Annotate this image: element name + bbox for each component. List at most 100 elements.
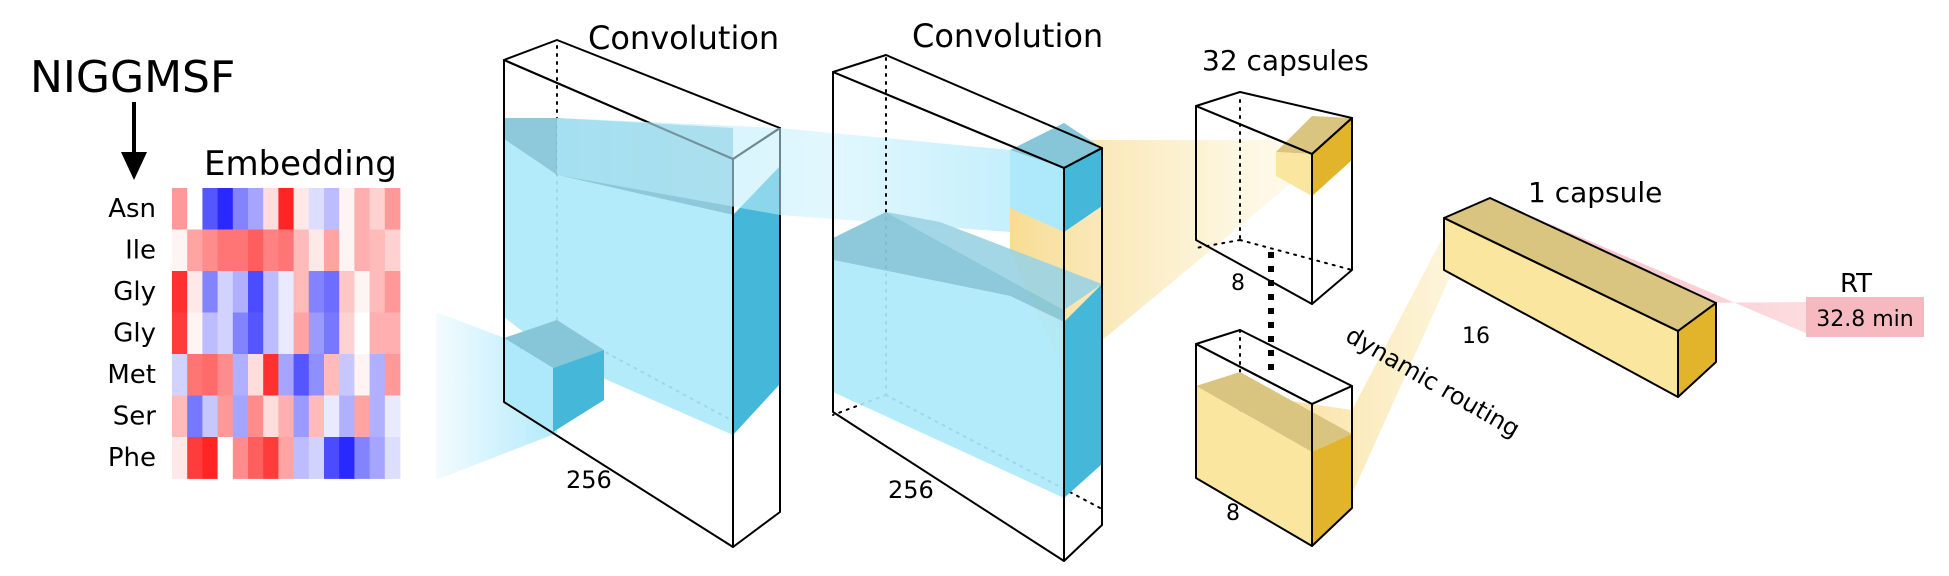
heatmap-cell [369, 437, 386, 479]
residue-label: Gly [113, 277, 156, 307]
heatmap-cell [217, 437, 234, 479]
heatmap-cell [263, 395, 279, 438]
heatmap-cell [308, 312, 325, 355]
heatmap-cell [217, 229, 234, 272]
heatmap-cell [308, 188, 325, 230]
heatmap-cell [232, 229, 249, 272]
residue-label: Phe [108, 443, 156, 473]
heatmap-cell [202, 354, 218, 396]
heatmap-cell [369, 271, 386, 313]
heatmap-cell [278, 271, 294, 313]
heatmap-cell [384, 395, 401, 438]
output-capsule-title: 1 capsule [1528, 176, 1662, 209]
heatmap-cell [324, 354, 340, 396]
heatmap-cell [354, 395, 370, 438]
heatmap-cell [172, 437, 188, 479]
heatmap-cell [324, 395, 340, 438]
primary-capsule-bottom [1195, 329, 1353, 547]
heatmap-cell [263, 229, 279, 272]
heatmap-cell [339, 395, 355, 438]
heatmap-cell [354, 188, 370, 230]
heatmap-cell [248, 312, 264, 355]
heatmap-cell [293, 437, 310, 479]
heatmap-cell [369, 229, 386, 272]
heatmap-cell [384, 229, 401, 272]
heatmap-cell [324, 271, 340, 313]
heatmap-cell [278, 188, 294, 230]
conv1-title: Convolution [588, 19, 779, 57]
heatmap-cell [293, 271, 310, 313]
heatmap-cell [308, 271, 325, 313]
residue-label: Ser [113, 402, 157, 432]
heatmap-cell [278, 354, 294, 396]
heatmap-cell [187, 437, 203, 479]
heatmap-cell [384, 271, 401, 313]
heatmap-cell [278, 437, 294, 479]
heatmap-cell [248, 437, 264, 479]
heatmap-cell [172, 395, 188, 438]
residue-label: Ile [125, 236, 156, 266]
residue-label: Met [107, 360, 156, 390]
output-dim-label: 16 [1462, 324, 1490, 349]
heatmap-cell [308, 395, 325, 438]
primary-dim-top: 8 [1231, 271, 1245, 296]
residue-label: Gly [113, 319, 156, 349]
heatmap-cell [354, 229, 370, 272]
heatmap-cell [232, 354, 249, 396]
heatmap-cell [248, 271, 264, 313]
heatmap-cell [339, 437, 355, 479]
heatmap-cell [263, 312, 279, 355]
heatmap-cell [384, 312, 401, 355]
heatmap-cell [202, 312, 218, 355]
heatmap-cell [278, 312, 294, 355]
conv1-depth-label: 256 [566, 466, 612, 494]
heatmap-cell [354, 354, 370, 396]
heatmap-cell [248, 354, 264, 396]
heatmap-cell [324, 437, 340, 479]
heatmap-cell [278, 229, 294, 272]
heatmap-cell [384, 437, 401, 479]
heatmap-cell [384, 188, 401, 230]
heatmap-cell [263, 271, 279, 313]
heatmap-cell [369, 395, 386, 438]
heatmap-cell [172, 271, 188, 313]
residue-label: Asn [108, 194, 156, 224]
heatmap-cell [248, 395, 264, 438]
heatmap-cell [232, 395, 249, 438]
heatmap-cell [172, 312, 188, 355]
heatmap-cell [232, 188, 249, 230]
heatmap-cell [187, 395, 203, 438]
heatmap-cell [324, 312, 340, 355]
heatmap-cell [354, 271, 370, 313]
primary-capsules-title: 32 capsules [1202, 44, 1369, 77]
primary-capsule-top [1195, 91, 1353, 305]
heatmap-cell [339, 271, 355, 313]
heatmap-cell [339, 188, 355, 230]
heatmap-cell [172, 354, 188, 396]
heatmap-cell [339, 229, 355, 272]
heatmap-cell [263, 188, 279, 230]
heatmap-cell [217, 271, 234, 313]
conv1-block [503, 39, 781, 548]
heatmap-cell [293, 188, 310, 230]
heatmap-cell [248, 229, 264, 272]
heatmap-cell [248, 188, 264, 230]
conv2-depth-label: 256 [888, 476, 934, 504]
heatmap-cell [232, 437, 249, 479]
heatmap-cell [308, 354, 325, 396]
heatmap-cell [202, 437, 218, 479]
heatmap-cell [293, 229, 310, 272]
heatmap-cell [369, 312, 386, 355]
heatmap-cell [354, 312, 370, 355]
heatmap-cell [232, 312, 249, 355]
primary-dim-bottom: 8 [1226, 501, 1240, 526]
heatmap-cell [217, 395, 234, 438]
heatmap-cell [354, 437, 370, 479]
heatmap-cell [369, 354, 386, 396]
heatmap-cell [278, 395, 294, 438]
embedding-title: Embedding [204, 144, 397, 184]
heatmap-cell [263, 437, 279, 479]
heatmap-cell [202, 395, 218, 438]
heatmap-cell [217, 312, 234, 355]
